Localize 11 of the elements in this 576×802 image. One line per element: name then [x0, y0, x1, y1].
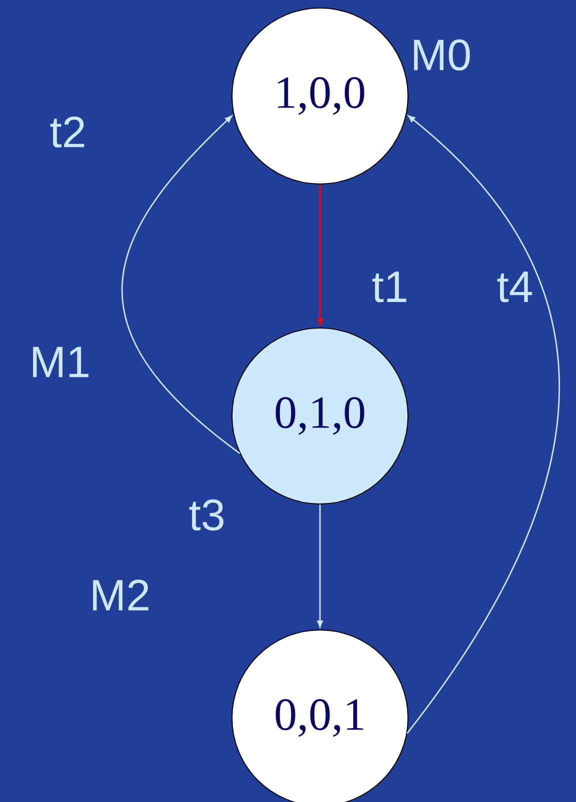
marking-label: M0 [414, 39, 470, 71]
marking-label: M1 [33, 346, 88, 378]
arrow [406, 115, 560, 734]
arrow [121, 116, 240, 454]
transition-label: t1 [372, 272, 406, 302]
transition-label: t3 [189, 499, 224, 531]
marking-label: M2 [93, 580, 148, 610]
arrow [317, 184, 323, 326]
transition-label: t4 [497, 272, 532, 302]
transition-label: t2 [50, 116, 84, 148]
arrow [317, 504, 323, 628]
